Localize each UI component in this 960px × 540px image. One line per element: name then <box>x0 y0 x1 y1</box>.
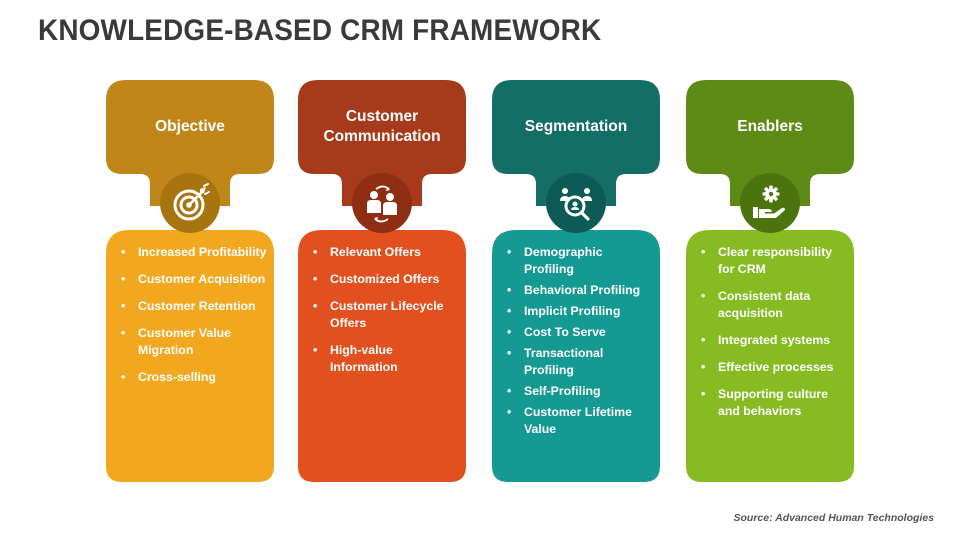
list-item: Transactional Profiling <box>502 345 654 379</box>
item-list: Demographic Profiling Behavioral Profili… <box>502 244 654 442</box>
list-item: Behavioral Profiling <box>502 282 654 299</box>
list-item: Integrated systems <box>696 332 848 349</box>
column-shape <box>298 80 466 482</box>
list-item: Effective processes <box>696 359 848 376</box>
list-item: Supporting culture and behaviors <box>696 386 848 420</box>
target-icon <box>173 183 210 221</box>
list-item: Customer Value Migration <box>116 325 268 359</box>
list-item: Cross-selling <box>116 369 268 386</box>
group-search-icon <box>560 188 592 221</box>
page-title: KNOWLEDGE-BASED CRM FRAMEWORK <box>38 14 602 47</box>
column-enablers: Enablers Clear responsibility for CRM Co… <box>686 80 854 482</box>
list-item: Increased Profitability <box>116 244 268 261</box>
column-segmentation: Segmentation Demographic Profiling Behav… <box>492 80 660 482</box>
list-item: Cost To Serve <box>502 324 654 341</box>
item-list: Relevant Offers Customized Offers Custom… <box>308 244 460 386</box>
column-heading: Customer Communication <box>323 108 441 145</box>
list-item: Implicit Profiling <box>502 303 654 320</box>
column-heading: Enablers <box>737 118 803 135</box>
list-item: Relevant Offers <box>308 244 460 261</box>
list-item: Clear responsibility for CRM <box>696 244 848 278</box>
column-heading: Segmentation <box>524 118 628 135</box>
list-item: Customer Acquisition <box>116 271 268 288</box>
column-objective: Objective Increased Profitability Custom… <box>106 80 274 482</box>
list-item: Demographic Profiling <box>502 244 654 278</box>
gear-hand-icon <box>753 185 785 218</box>
list-item: Consistent data acquisition <box>696 288 848 322</box>
list-item: Customer Lifecycle Offers <box>308 298 460 332</box>
item-list: Increased Profitability Customer Acquisi… <box>116 244 268 396</box>
list-item: High-value Information <box>308 342 460 376</box>
list-item: Self-Profiling <box>502 383 654 400</box>
column-heading: Objective <box>155 118 225 135</box>
source-note: Source: Advanced Human Technologies <box>733 512 934 524</box>
column-customer-communication: Customer Communication Relevant Offers C… <box>298 80 466 482</box>
list-item: Customer Lifetime Value <box>502 404 654 438</box>
people-exchange-icon <box>367 185 397 223</box>
list-item: Customized Offers <box>308 271 460 288</box>
item-list: Clear responsibility for CRM Consistent … <box>696 244 848 430</box>
list-item: Customer Retention <box>116 298 268 315</box>
